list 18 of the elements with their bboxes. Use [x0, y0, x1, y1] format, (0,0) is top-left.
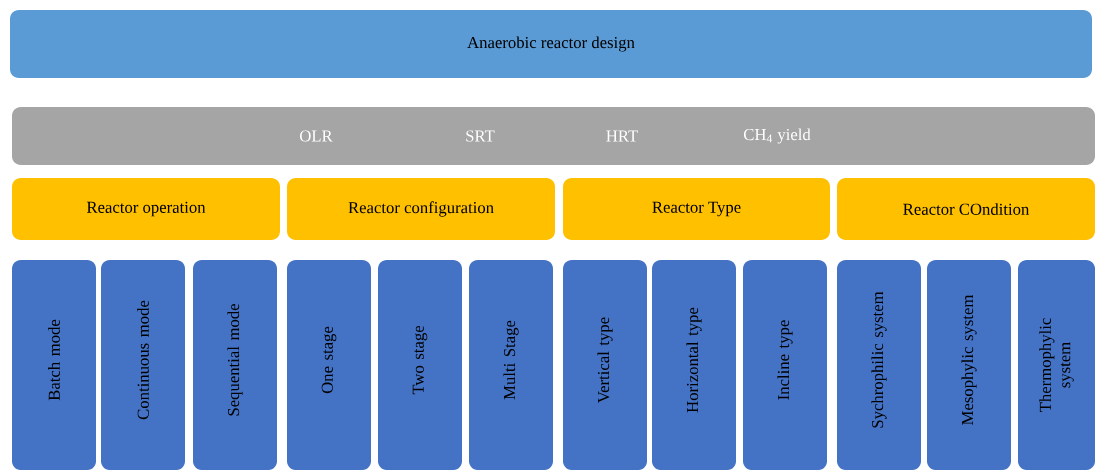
category-box: Reactor operation [12, 178, 280, 240]
item-box: Sequential mode [193, 260, 277, 470]
item-box: Batch mode [12, 260, 96, 470]
item-box: Multi Stage [469, 260, 553, 470]
item-box: Horizontal type [652, 260, 736, 470]
item-box: Incline type [743, 260, 827, 470]
title-bar: Anaerobic reactor design [10, 10, 1092, 78]
item-box: Mesophylic system [927, 260, 1011, 470]
category-box: Reactor COndition [837, 178, 1095, 240]
item-box: Thermophylic system [1018, 260, 1095, 470]
item-box: Continuous mode [101, 260, 185, 470]
item-box: Sychrophilic system [837, 260, 921, 470]
parameter-bar: OLR SRT HRT CH$_{4}$ yield [12, 107, 1095, 165]
category-box: Reactor configuration [287, 178, 555, 240]
item-box: Two stage [378, 260, 462, 470]
item-box: One stage [287, 260, 371, 470]
category-box: Reactor Type [563, 178, 830, 240]
item-box: Vertical type [563, 260, 647, 470]
